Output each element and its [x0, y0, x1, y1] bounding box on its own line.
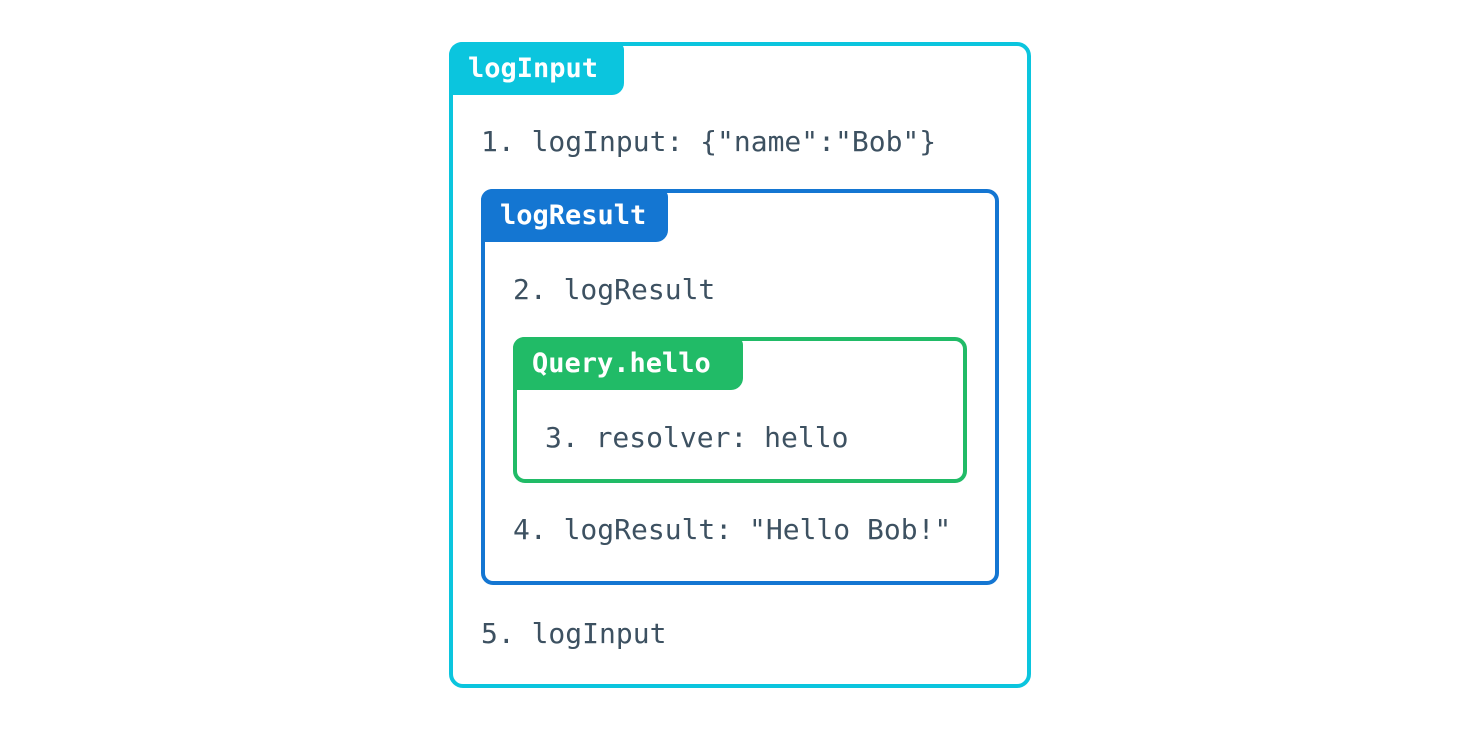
loginput-middleware-box: logInput 1. logInput: {"name":"Bob"} log… [449, 42, 1031, 688]
loginput-label: logInput [449, 42, 624, 95]
query-hello-resolver-box: Query.hello 3. resolver: hello [513, 337, 967, 483]
step-5-loginput-return: 5. logInput [481, 617, 667, 650]
step-1-loginput-call: 1. logInput: {"name":"Bob"} [481, 125, 937, 158]
query-hello-label: Query.hello [513, 337, 743, 390]
logresult-label: logResult [481, 189, 668, 242]
step-2-logresult-call: 2. logResult [513, 273, 716, 306]
step-3-resolver-call: 3. resolver: hello [545, 421, 849, 454]
step-4-logresult-return: 4. logResult: "Hello Bob!" [513, 513, 952, 546]
logresult-middleware-box: logResult 2. logResult Query.hello 3. re… [481, 189, 999, 585]
